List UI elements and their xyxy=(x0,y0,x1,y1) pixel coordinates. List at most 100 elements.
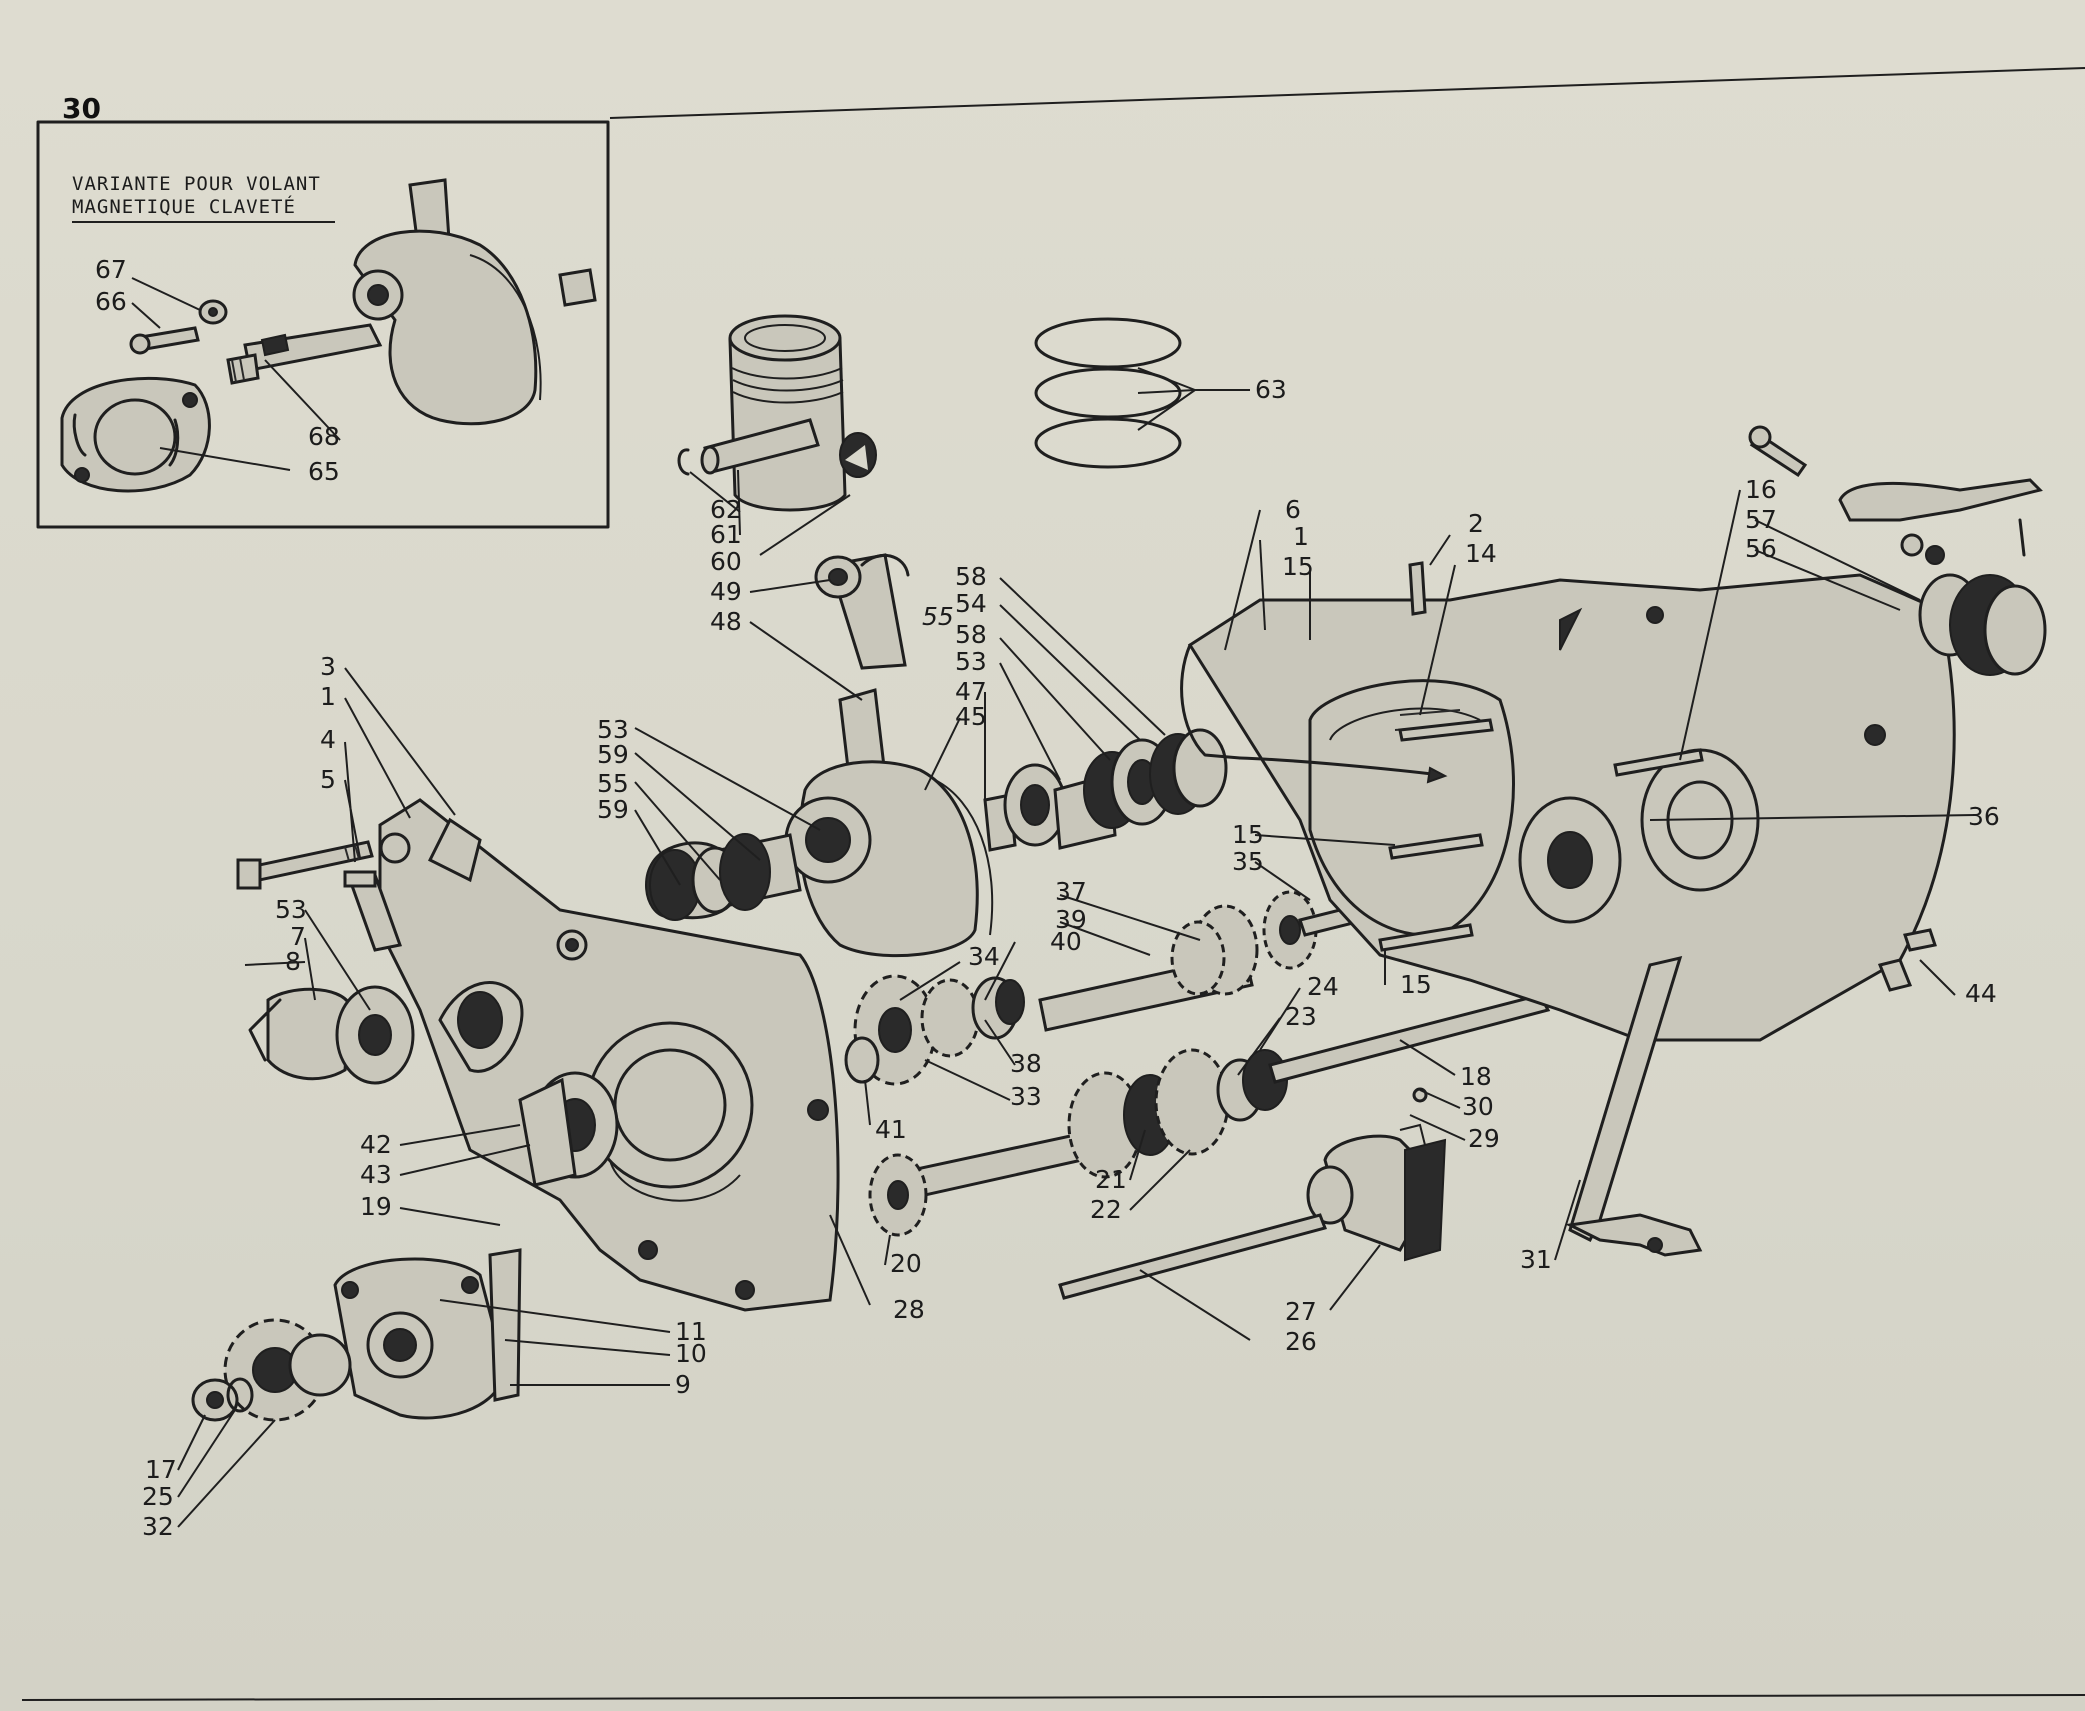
assembly-arrow xyxy=(1238,756,1442,777)
crank-bearings-right xyxy=(1003,728,1228,850)
kick-lever xyxy=(1565,955,1703,1257)
callout-57: 57 xyxy=(1745,505,1777,534)
callout-42: 42 xyxy=(360,1130,392,1159)
callout-15-middle: 15 xyxy=(1232,820,1264,849)
top-right-lever xyxy=(1748,425,2043,565)
callout-48: 48 xyxy=(710,607,742,636)
selector-shaft xyxy=(1268,993,1551,1084)
callout-21: 21 xyxy=(1095,1165,1127,1194)
callout-19: 19 xyxy=(360,1192,392,1221)
callout-47: 47 xyxy=(955,677,987,706)
oil-plug xyxy=(1903,928,1937,952)
callout-56: 56 xyxy=(1745,534,1777,563)
flywheel-fan xyxy=(248,985,415,1085)
callout-58-top: 58 xyxy=(955,562,987,591)
callout-31: 31 xyxy=(1520,1245,1552,1274)
inset-title-line2: MAGNETIQUE CLAVETÉ xyxy=(72,195,296,218)
callout-61: 61 xyxy=(710,520,742,549)
callout-66: 66 xyxy=(95,287,127,316)
callout-39: 39 xyxy=(1055,905,1087,934)
callout-15-bottom: 15 xyxy=(1400,970,1432,999)
callout-27: 27 xyxy=(1285,1297,1317,1326)
callout-7: 7 xyxy=(290,922,306,951)
left-crankcase xyxy=(378,798,840,1312)
long-bolt xyxy=(236,840,374,890)
callout-4: 4 xyxy=(320,725,336,754)
callout-25: 25 xyxy=(142,1482,174,1511)
callout-35: 35 xyxy=(1232,847,1264,876)
callout-2: 2 xyxy=(1468,509,1484,538)
callout-5: 5 xyxy=(320,765,336,794)
callout-29: 29 xyxy=(1468,1124,1500,1153)
piston-pin xyxy=(700,418,820,475)
callout-44: 44 xyxy=(1965,979,1997,1008)
sprocket-cover xyxy=(333,1248,522,1420)
gasket-edge xyxy=(1180,643,1242,760)
gear-cluster-middle xyxy=(844,974,1025,1086)
callout-60: 60 xyxy=(710,547,742,576)
layshaft xyxy=(868,1048,1288,1237)
inset-crankshaft xyxy=(226,178,597,426)
callout-24: 24 xyxy=(1307,972,1339,1001)
callout-58-second: 58 xyxy=(955,620,987,649)
right-crankcase xyxy=(1187,573,1956,1042)
callout-1-right: 1 xyxy=(1293,522,1309,551)
callout-15-top: 15 xyxy=(1282,552,1314,581)
inset-variant-box: VARIANTE POUR VOLANT MAGNETIQUE CLAVETÉ xyxy=(36,120,610,529)
page-number: 30 xyxy=(62,92,101,125)
stud-fitting xyxy=(343,870,402,952)
callout-23: 23 xyxy=(1285,1002,1317,1031)
callout-30: 30 xyxy=(1462,1092,1494,1121)
callout-26: 26 xyxy=(1285,1327,1317,1356)
callout-65: 65 xyxy=(308,457,340,486)
callout-55-handwritten: 55 xyxy=(922,602,954,631)
leader-lines xyxy=(131,277,1976,1528)
callout-36: 36 xyxy=(1968,802,2000,831)
callout-34: 34 xyxy=(968,942,1000,971)
callout-9: 9 xyxy=(675,1370,691,1399)
callout-38: 38 xyxy=(1010,1049,1042,1078)
callout-37: 37 xyxy=(1055,877,1087,906)
callout-49: 49 xyxy=(710,577,742,606)
callout-3: 3 xyxy=(320,652,336,681)
callout-18: 18 xyxy=(1460,1062,1492,1091)
callout-6: 6 xyxy=(1285,495,1301,524)
sprocket-nut xyxy=(191,1377,254,1422)
callout-68: 68 xyxy=(308,422,340,451)
bottom-rule xyxy=(21,1694,2085,1701)
circlip xyxy=(677,448,690,476)
callout-8: 8 xyxy=(285,947,301,976)
drive-sprocket xyxy=(223,1318,352,1422)
callout-17: 17 xyxy=(145,1455,177,1484)
callout-53-top: 53 xyxy=(955,647,987,676)
callout-53-crank: 53 xyxy=(597,715,629,744)
selector-fork xyxy=(1058,1087,1447,1300)
callout-43: 43 xyxy=(360,1160,392,1189)
callout-45: 45 xyxy=(955,702,987,731)
callout-labels: 67 66 68 65 63 62 61 60 49 48 55 58 54 5… xyxy=(95,255,2000,1541)
callout-67: 67 xyxy=(95,255,127,284)
callout-32: 32 xyxy=(142,1512,174,1541)
top-rule xyxy=(609,67,2085,119)
piston xyxy=(728,314,877,512)
callout-1-left: 1 xyxy=(320,682,336,711)
main-bearing-left xyxy=(518,1071,619,1187)
callout-10: 10 xyxy=(675,1339,707,1368)
callout-62: 62 xyxy=(710,495,742,524)
callout-41: 41 xyxy=(875,1115,907,1144)
piston-rings xyxy=(1034,317,1182,469)
callout-54: 54 xyxy=(955,589,987,618)
callout-63: 63 xyxy=(1255,375,1287,404)
callout-33: 33 xyxy=(1010,1082,1042,1111)
callout-16: 16 xyxy=(1745,475,1777,504)
inset-title-line1: VARIANTE POUR VOLANT xyxy=(72,173,321,195)
callout-55: 55 xyxy=(597,769,629,798)
callout-53-left: 53 xyxy=(275,895,307,924)
callout-28: 28 xyxy=(893,1295,925,1324)
callout-20: 20 xyxy=(890,1249,922,1278)
callout-59-upper: 59 xyxy=(597,740,629,769)
callout-40: 40 xyxy=(1050,927,1082,956)
callout-22: 22 xyxy=(1090,1195,1122,1224)
